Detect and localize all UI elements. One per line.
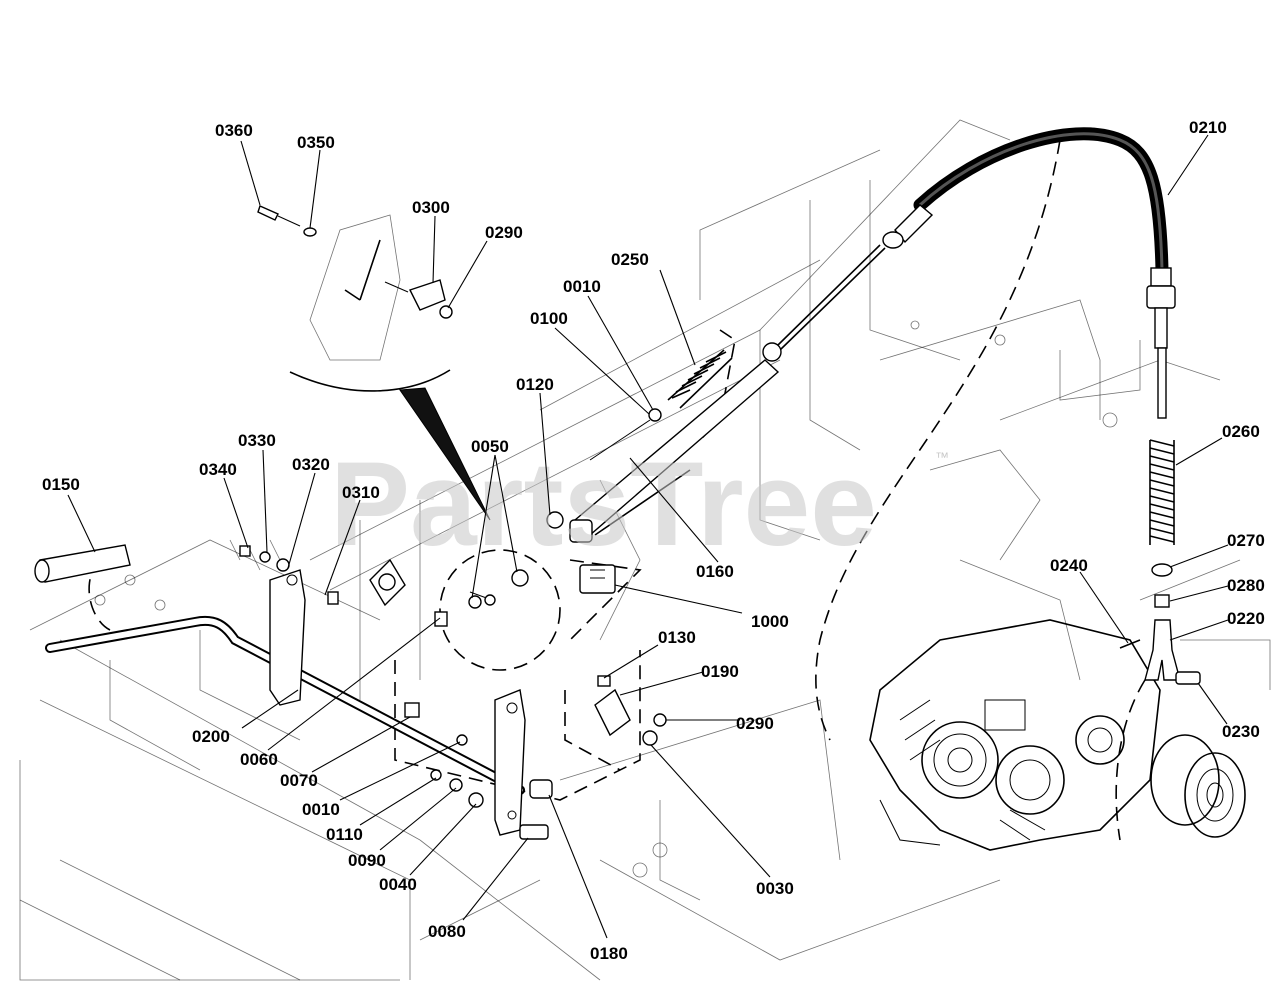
- callout-0270: 0270: [1227, 531, 1265, 550]
- callout-0210: 0210: [1189, 118, 1227, 137]
- callout-0240: 0240: [1050, 556, 1088, 575]
- callout-0180: 0180: [590, 944, 628, 963]
- callout-0360: 0360: [215, 121, 253, 140]
- callout-0160: 0160: [696, 562, 734, 581]
- callout-0260: 0260: [1222, 422, 1260, 441]
- callout-0120: 0120: [516, 375, 554, 394]
- callout-0090: 0090: [348, 851, 386, 870]
- callout-0250: 0250: [611, 250, 649, 269]
- callout-0010-top: 0010: [563, 277, 601, 296]
- callout-0110: 0110: [326, 825, 363, 844]
- callout-0320: 0320: [292, 455, 330, 474]
- callout-0280: 0280: [1227, 576, 1265, 595]
- callout-0190: 0190: [701, 662, 739, 681]
- callout-labels: 0360 0350 0300 0290 0250 0010 0100 0120 …: [42, 118, 1265, 963]
- callout-0350: 0350: [297, 133, 335, 152]
- callout-0290-mid: 0290: [736, 714, 774, 733]
- spring-0260: [1119, 439, 1201, 685]
- callout-0130: 0130: [658, 628, 696, 647]
- callout-0100: 0100: [530, 309, 568, 328]
- callout-0060: 0060: [240, 750, 278, 769]
- callout-0220: 0220: [1227, 609, 1265, 628]
- callout-0230: 0230: [1222, 722, 1260, 741]
- leader-lines: [67, 134, 1229, 939]
- watermark-trademark: ™: [935, 449, 949, 465]
- callout-0200: 0200: [192, 727, 230, 746]
- callout-0070: 0070: [280, 771, 318, 790]
- levers-and-brackets: [34, 511, 667, 840]
- callout-0010-bottom: 0010: [302, 800, 340, 819]
- callout-1000: 1000: [751, 612, 789, 631]
- transmission-assembly: [869, 619, 1246, 851]
- callout-0150: 0150: [42, 475, 80, 494]
- callout-0290-top: 0290: [485, 223, 523, 242]
- callout-0040: 0040: [379, 875, 417, 894]
- control-cable: [777, 127, 1176, 419]
- callout-0080: 0080: [428, 922, 466, 941]
- detail-inset: [257, 205, 491, 521]
- callout-0310: 0310: [342, 483, 380, 502]
- callout-0340: 0340: [199, 460, 237, 479]
- spring-0250-and-rod: [569, 342, 782, 543]
- chassis-frame: [19, 119, 1271, 981]
- callout-0300: 0300: [412, 198, 450, 217]
- callout-0030: 0030: [756, 879, 794, 898]
- watermark-brand: PartsTree: [330, 437, 877, 571]
- callout-0330: 0330: [238, 431, 276, 450]
- callout-0050: 0050: [471, 437, 509, 456]
